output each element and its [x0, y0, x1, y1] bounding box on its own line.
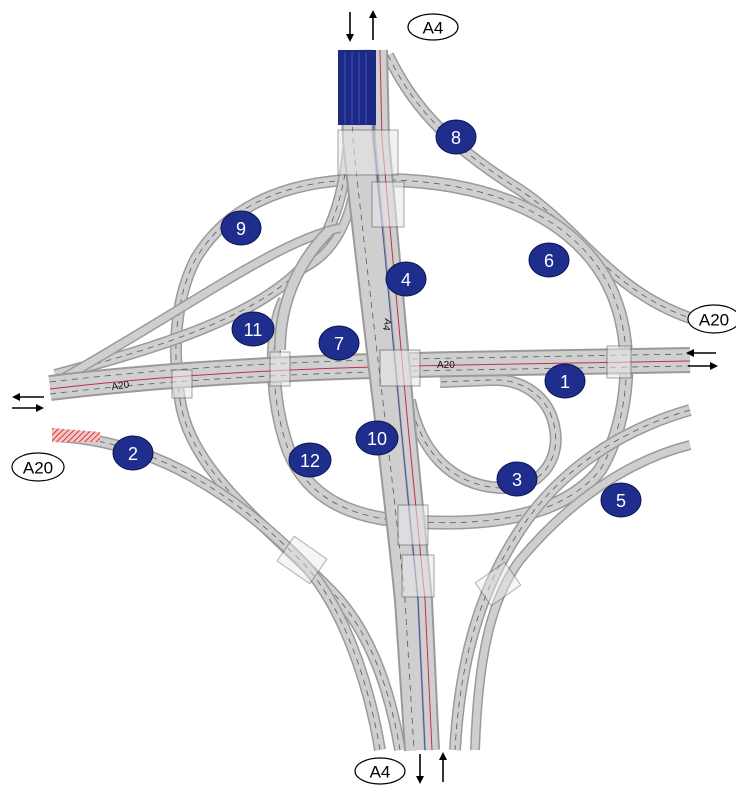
hatched-area	[52, 428, 100, 442]
direction-arrows	[12, 10, 718, 784]
road-marking-a20-west: A20	[111, 380, 131, 393]
bridge	[379, 349, 421, 387]
ramp-badge-5: 5	[600, 482, 642, 518]
bridge	[474, 561, 522, 607]
svg-text:A20: A20	[699, 311, 729, 330]
a4-top-arrows	[346, 10, 377, 42]
ramp-badge-11: 11	[231, 311, 275, 347]
ramp-badge-7: 7	[318, 325, 360, 361]
svg-text:A4: A4	[423, 19, 444, 38]
svg-text:A4: A4	[370, 763, 391, 782]
highway-label-a4-bottom: A4	[354, 757, 406, 785]
a20-right-arrows	[686, 349, 718, 370]
svg-text:11: 11	[244, 320, 263, 340]
ramp-badge-2: 2	[112, 435, 154, 471]
ramp-badge-12: 12	[288, 442, 332, 478]
svg-text:12: 12	[300, 451, 320, 471]
svg-text:9: 9	[236, 219, 246, 239]
svg-text:2: 2	[128, 444, 138, 464]
bridge	[171, 369, 193, 399]
ramp-badge-4: 4	[385, 261, 427, 297]
svg-text:1: 1	[560, 372, 570, 392]
a4-highlighted-section	[338, 50, 376, 125]
a20-left-arrows	[12, 393, 44, 412]
ramp-12-road	[274, 225, 335, 351]
highlight-lane-lines	[344, 52, 367, 124]
highway-label-a20-left: A20	[11, 452, 65, 482]
a4-bottom-arrows	[416, 752, 447, 784]
road-network	[48, 49, 692, 752]
svg-text:10: 10	[367, 429, 387, 449]
ramp-badge-1: 1	[544, 363, 586, 399]
ramp-badge-10: 10	[355, 420, 399, 456]
svg-text:A20: A20	[23, 459, 53, 478]
bridge	[276, 535, 328, 585]
svg-text:4: 4	[401, 270, 411, 290]
bridge	[337, 129, 399, 176]
bridge	[606, 345, 632, 379]
highway-label-a4-top: A4	[407, 13, 459, 41]
ramp-badges: 1 2 3 4 5 6 7 8	[112, 119, 642, 518]
highway-label-a20-right: A20	[687, 304, 736, 334]
ramp-badge-9: 9	[220, 210, 262, 246]
ramp-badge-6: 6	[528, 242, 570, 278]
ramp-3-road	[404, 373, 562, 495]
bridge-structures	[171, 129, 632, 607]
ramp-8-road	[382, 52, 692, 324]
road-marking-a4-center: A4	[380, 317, 393, 331]
bridge	[371, 181, 405, 228]
bridge	[401, 554, 435, 598]
svg-text:7: 7	[334, 334, 344, 354]
road-marking-a20-center: A20	[437, 360, 455, 371]
svg-text:8: 8	[451, 128, 461, 148]
ramp-5-road	[449, 404, 692, 751]
bridge	[397, 504, 429, 546]
svg-text:5: 5	[616, 491, 626, 511]
svg-text:3: 3	[512, 470, 522, 490]
ramp-badge-8: 8	[435, 119, 477, 155]
svg-text:6: 6	[544, 251, 554, 271]
ramp-badge-3: 3	[496, 461, 538, 497]
bridge	[269, 351, 291, 387]
